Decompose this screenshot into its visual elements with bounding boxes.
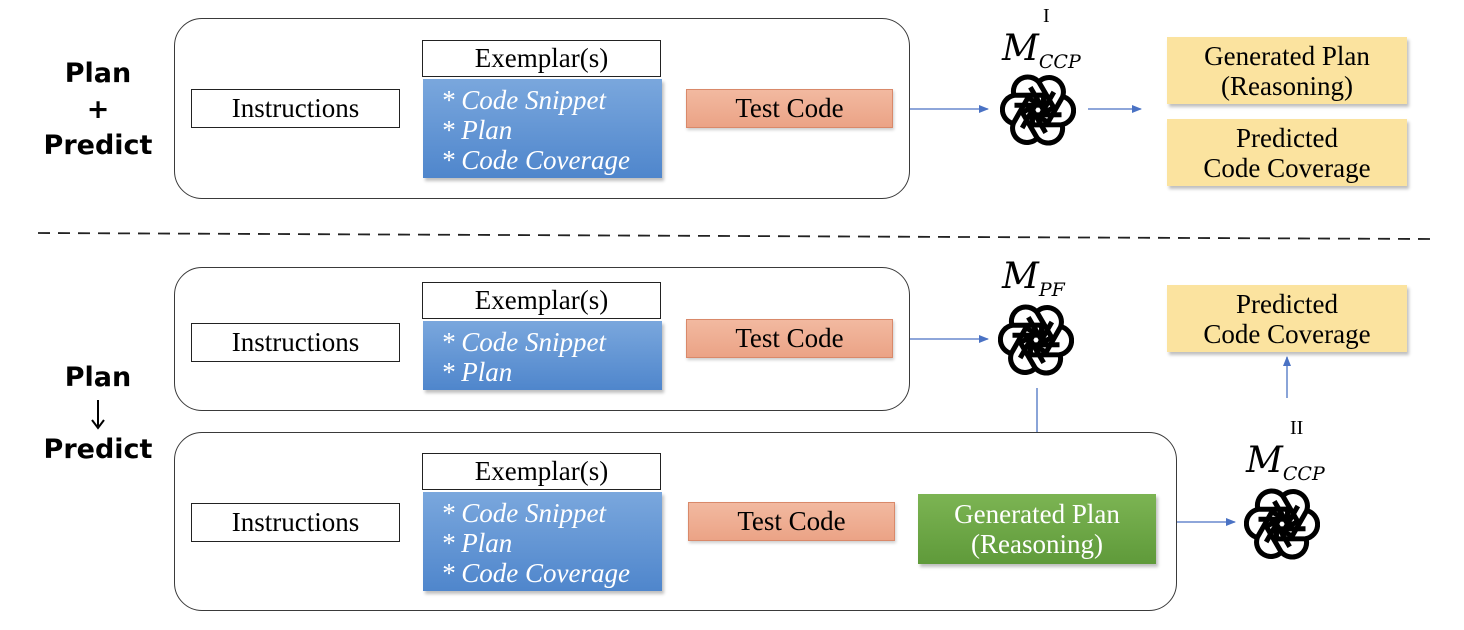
openai-logo-icon bbox=[998, 304, 1074, 376]
top-side-label: Plan + Predict bbox=[38, 56, 158, 164]
side-label-predict: Predict bbox=[43, 434, 153, 465]
stage2-generated-plan-box: Generated Plan (Reasoning) bbox=[918, 494, 1156, 564]
model-subscript: CCP bbox=[1282, 463, 1325, 485]
predicted-coverage-line2: Code Coverage bbox=[1203, 152, 1371, 183]
model-letter: M bbox=[1002, 28, 1039, 69]
stage2-model-label: MCCP bbox=[1246, 440, 1325, 485]
top-exemplar-list: * Code Snippet * Plan * Code Coverage bbox=[423, 79, 662, 178]
generated-plan-title: Generated Plan bbox=[954, 499, 1120, 529]
model-subscript: CCP bbox=[1038, 51, 1081, 73]
generated-plan-subtitle: (Reasoning) bbox=[1221, 70, 1353, 101]
stage2-exemplar-header: Exemplar(s) bbox=[422, 453, 661, 490]
section-divider bbox=[37, 232, 1431, 240]
predicted-coverage-line1: Predicted bbox=[1236, 288, 1338, 319]
down-arrow-icon bbox=[38, 396, 158, 432]
openai-logo-icon bbox=[1244, 488, 1320, 560]
exemplar-item-code-snippet: * Code Snippet bbox=[441, 498, 606, 528]
exemplar-item-code-coverage: * Code Coverage bbox=[441, 145, 630, 175]
stage1-instructions-box: Instructions bbox=[191, 323, 400, 362]
side-label-predict: Predict bbox=[43, 130, 153, 161]
exemplar-item-plan: * Plan bbox=[441, 115, 513, 145]
openai-logo-icon bbox=[1000, 74, 1076, 146]
top-output-generated-plan: Generated Plan (Reasoning) bbox=[1167, 37, 1407, 104]
side-label-plan: Plan bbox=[64, 362, 132, 393]
exemplar-item-code-snippet: * Code Snippet bbox=[441, 327, 606, 357]
top-exemplar-header: Exemplar(s) bbox=[422, 40, 661, 77]
top-output-predicted-coverage: Predicted Code Coverage bbox=[1167, 119, 1407, 186]
predicted-coverage-line2: Code Coverage bbox=[1203, 318, 1371, 349]
bottom-output-predicted-coverage: Predicted Code Coverage bbox=[1167, 285, 1407, 352]
stage1-exemplar-header: Exemplar(s) bbox=[422, 282, 661, 319]
stage1-exemplar-list: * Code Snippet * Plan bbox=[423, 321, 662, 390]
generated-plan-subtitle: (Reasoning) bbox=[971, 529, 1103, 559]
model-subscript: PF bbox=[1038, 279, 1065, 301]
model-letter: M bbox=[1002, 256, 1039, 297]
exemplar-item-code-snippet: * Code Snippet bbox=[441, 85, 606, 115]
stage2-exemplar-list: * Code Snippet * Plan * Code Coverage bbox=[423, 492, 662, 591]
side-label-plan: Plan bbox=[64, 58, 132, 89]
model-letter: M bbox=[1246, 440, 1283, 481]
stage1-model-label: MPF bbox=[1002, 256, 1065, 301]
stage1-test-code-box: Test Code bbox=[686, 319, 893, 358]
stage2-instructions-box: Instructions bbox=[191, 503, 400, 542]
top-model-superscript: I bbox=[1043, 5, 1050, 27]
side-label-plus: + bbox=[86, 94, 110, 125]
stage2-test-code-box: Test Code bbox=[688, 502, 895, 541]
predicted-coverage-line1: Predicted bbox=[1236, 122, 1338, 153]
bottom-side-label: Plan Predict bbox=[38, 360, 158, 468]
top-model-label: MCCP bbox=[1002, 28, 1081, 73]
generated-plan-title: Generated Plan bbox=[1204, 40, 1370, 71]
top-test-code-box: Test Code bbox=[686, 89, 893, 128]
stage2-model-superscript: II bbox=[1290, 417, 1304, 439]
exemplar-item-plan: * Plan bbox=[441, 357, 513, 387]
exemplar-item-plan: * Plan bbox=[441, 528, 513, 558]
top-instructions-box: Instructions bbox=[191, 89, 400, 128]
exemplar-item-code-coverage: * Code Coverage bbox=[441, 558, 630, 588]
